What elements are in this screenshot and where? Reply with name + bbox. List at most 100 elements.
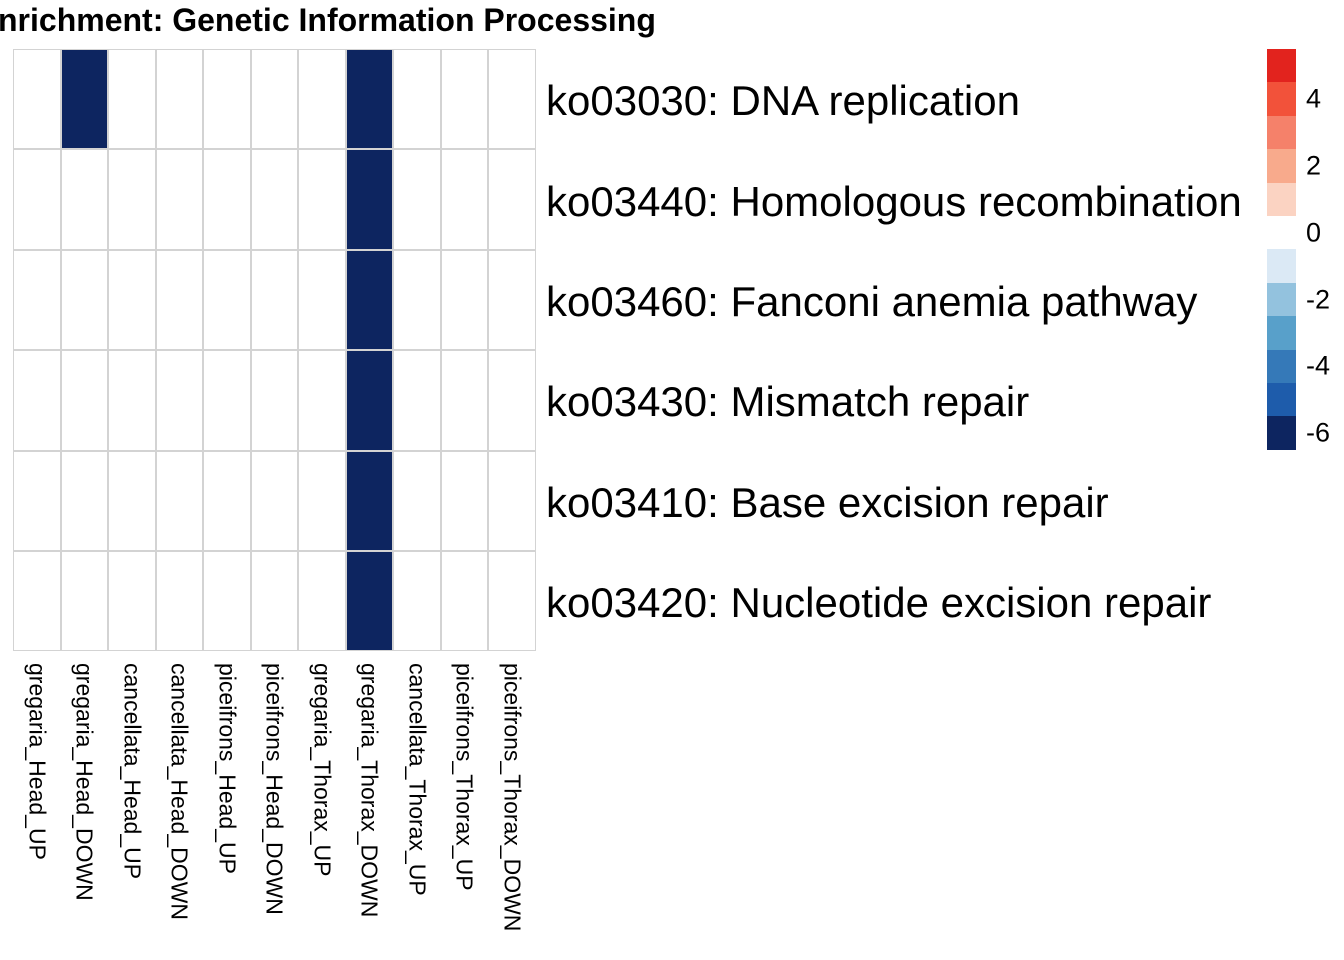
column-label: cancellata_Head_DOWN (166, 663, 193, 920)
heatmap-cell (13, 49, 61, 150)
column-label: cancellata_Head_UP (119, 663, 146, 880)
legend-tick-label: 2 (1306, 150, 1322, 181)
heatmap-cell (250, 249, 298, 351)
heatmap-cell (393, 49, 441, 150)
heatmap-cell (203, 350, 251, 451)
heatmap-cell (345, 450, 393, 551)
column-label: gregaria_Head_UP (24, 663, 51, 860)
heatmap-cell (488, 249, 536, 351)
heatmap-cell (488, 149, 536, 250)
heatmap-cell (440, 49, 488, 150)
heatmap-cell (155, 249, 203, 351)
heatmap-cell (488, 350, 536, 451)
heatmap-cell (13, 149, 61, 250)
heatmap-cell (393, 249, 441, 351)
legend-tick-label: 0 (1306, 217, 1322, 248)
row-label: ko03410: Base excision repair (546, 478, 1109, 526)
column-label: cancellata_Thorax_UP (404, 663, 431, 896)
heatmap-cell (440, 149, 488, 250)
heatmap-cell (440, 551, 488, 652)
heatmap-cell (488, 49, 536, 150)
heatmap-cell (345, 149, 393, 250)
legend-color-segment (1267, 316, 1296, 351)
heatmap-cell (203, 149, 251, 250)
legend-color-segment (1267, 49, 1296, 83)
legend-color-segment (1267, 249, 1296, 284)
heatmap-cell (250, 551, 298, 652)
heatmap-cell (298, 49, 346, 150)
heatmap-cell (13, 450, 61, 551)
heatmap-cell (393, 350, 441, 451)
heatmap-cell (345, 551, 393, 652)
column-label: piceifrons_Head_DOWN (261, 663, 288, 915)
column-label: gregaria_Head_DOWN (71, 663, 98, 901)
heatmap-cell (345, 350, 393, 451)
row-label: ko03440: Homologous recombination (546, 177, 1242, 225)
heatmap-cell (13, 249, 61, 351)
legend-color-segment (1267, 349, 1296, 384)
heatmap-cell (60, 49, 108, 150)
heatmap-cell (393, 551, 441, 652)
heatmap-cell (298, 350, 346, 451)
heatmap-cell (108, 551, 156, 652)
legend-color-segment (1267, 282, 1296, 317)
heatmap-cell (250, 350, 298, 451)
heatmap-cell (60, 249, 108, 351)
legend-color-segment (1267, 82, 1296, 117)
heatmap-cell (345, 249, 393, 351)
row-label: ko03420: Nucleotide excision repair (546, 579, 1212, 627)
column-label: piceifrons_Thorax_DOWN (499, 663, 526, 932)
heatmap-cell (345, 49, 393, 150)
row-label: ko03030: DNA replication (546, 77, 1020, 125)
heatmap-cell (108, 350, 156, 451)
column-label: gregaria_Thorax_UP (309, 663, 336, 877)
heatmap-cell (60, 149, 108, 250)
row-label: ko03460: Fanconi anemia pathway (546, 278, 1198, 325)
legend-tick-label: -2 (1306, 284, 1331, 314)
heatmap-cell (60, 450, 108, 551)
column-label: gregaria_Thorax_DOWN (356, 663, 383, 918)
heatmap-cell (393, 450, 441, 551)
column-label: piceifrons_Head_UP (214, 663, 241, 874)
heatmap-cell (13, 350, 61, 451)
heatmap-cell (155, 149, 203, 250)
legend-color-segment (1267, 216, 1296, 250)
heatmap-cell (155, 551, 203, 652)
heatmap-cell (203, 551, 251, 652)
heatmap-cell (13, 551, 61, 652)
column-label: piceifrons_Thorax_UP (451, 663, 478, 891)
heatmap-cell (155, 450, 203, 551)
heatmap-cell (108, 149, 156, 250)
heatmap-cell (155, 49, 203, 150)
heatmap-cell (440, 350, 488, 451)
heatmap-cell (108, 450, 156, 551)
heatmap-cell (488, 551, 536, 652)
legend-color-segment (1267, 115, 1296, 150)
legend-color-segment (1267, 416, 1296, 451)
heatmap-cell (250, 49, 298, 150)
row-label: ko03430: Mismatch repair (546, 378, 1030, 426)
heatmap-cell (440, 450, 488, 551)
heatmap-cell (203, 249, 251, 351)
legend-color-segment (1267, 182, 1296, 217)
heatmap-cell (155, 350, 203, 451)
heatmap-cell (488, 450, 536, 551)
heatmap-cell (250, 149, 298, 250)
heatmap-cell (393, 149, 441, 250)
heatmap-cell (298, 249, 346, 351)
heatmap-cell (108, 49, 156, 150)
legend-tick-label: -4 (1306, 350, 1331, 381)
heatmap-cell (298, 149, 346, 250)
heatmap-cell (60, 350, 108, 451)
heatmap-cell (440, 249, 488, 351)
legend-color-segment (1267, 149, 1296, 184)
legend-tick-label: 4 (1306, 83, 1322, 114)
legend-color-segment (1267, 383, 1296, 417)
heatmap-cell (298, 450, 346, 551)
heatmap-cell (60, 551, 108, 652)
heatmap-cell (203, 450, 251, 551)
heatmap-cell (250, 450, 298, 551)
heatmap-cell (108, 249, 156, 351)
legend-tick-label: -6 (1306, 417, 1331, 448)
